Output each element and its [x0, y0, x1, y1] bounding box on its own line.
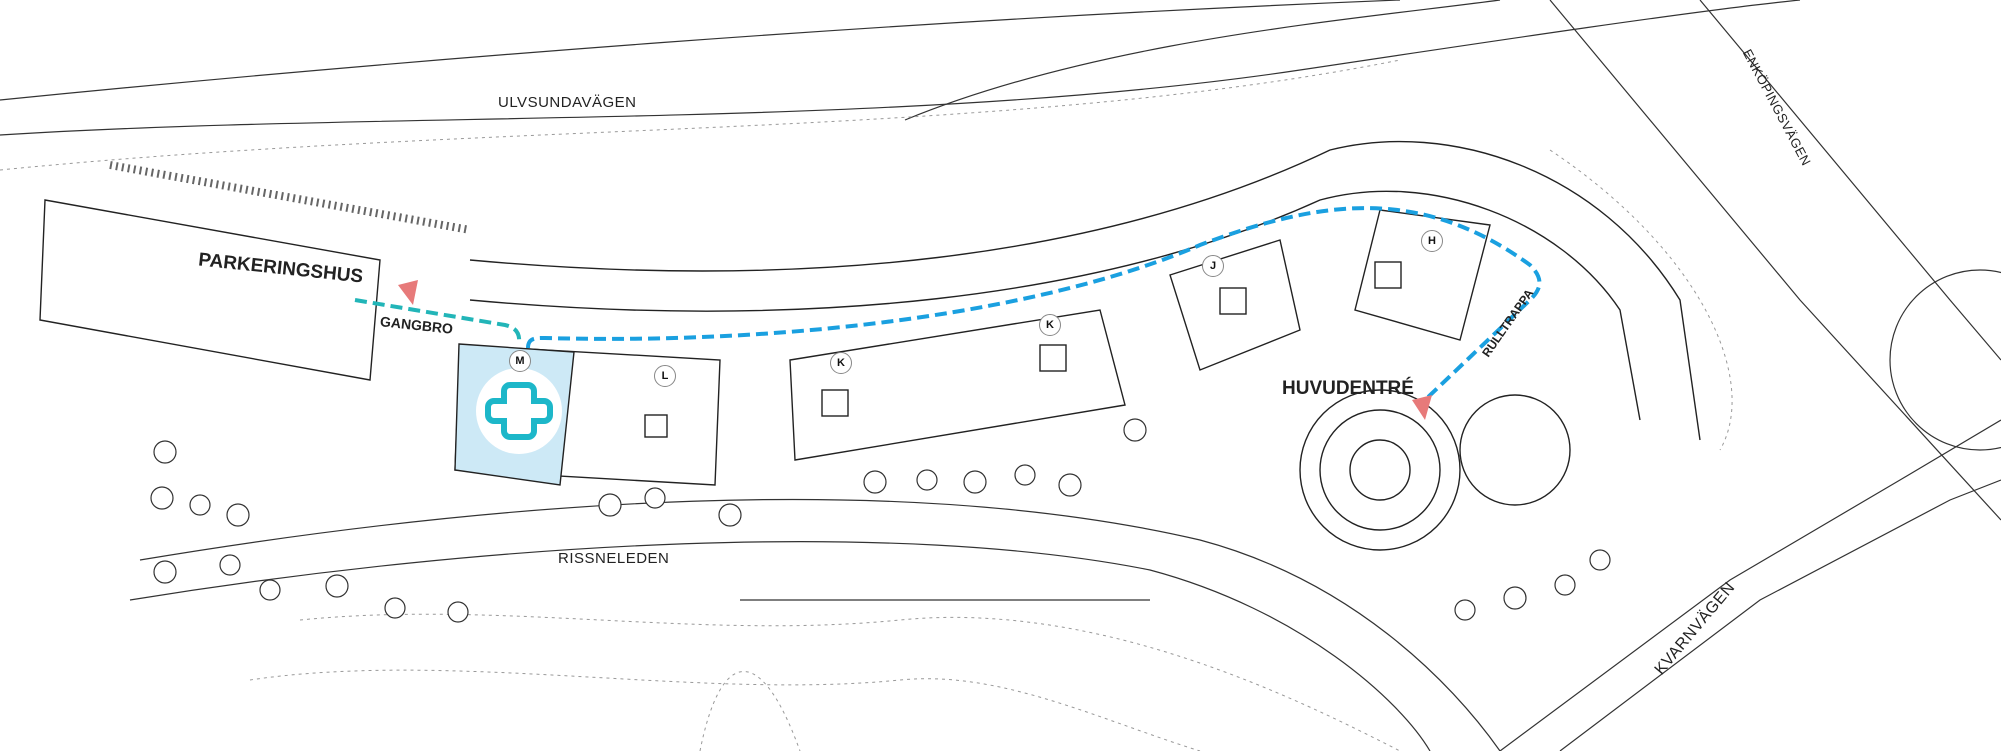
entrance-triangle-icon [1412, 395, 1432, 420]
road-label-rissneleden: RISSNELEDEN [558, 550, 670, 567]
label-huvudentre: HUVUDENTRÉ [1282, 378, 1414, 399]
contour-lines [0, 59, 1733, 751]
walking-route-secondary [354, 298, 522, 346]
walking-route-primary [526, 206, 1542, 402]
road-label-ulvsundavagen: ULVSUNDAVÄGEN [498, 94, 637, 111]
building-label-k: K [830, 352, 852, 374]
building-label-j: J [1202, 255, 1224, 277]
building-outlines [39, 140, 1701, 551]
entrance-triangle-icon [398, 280, 418, 305]
building-label-h: H [1421, 230, 1443, 252]
trees [150, 418, 1611, 623]
building-label-m: M [509, 350, 531, 372]
building-label-k: K [1039, 314, 1061, 336]
building-label-l: L [654, 365, 676, 387]
medical-cross-icon [476, 368, 562, 454]
